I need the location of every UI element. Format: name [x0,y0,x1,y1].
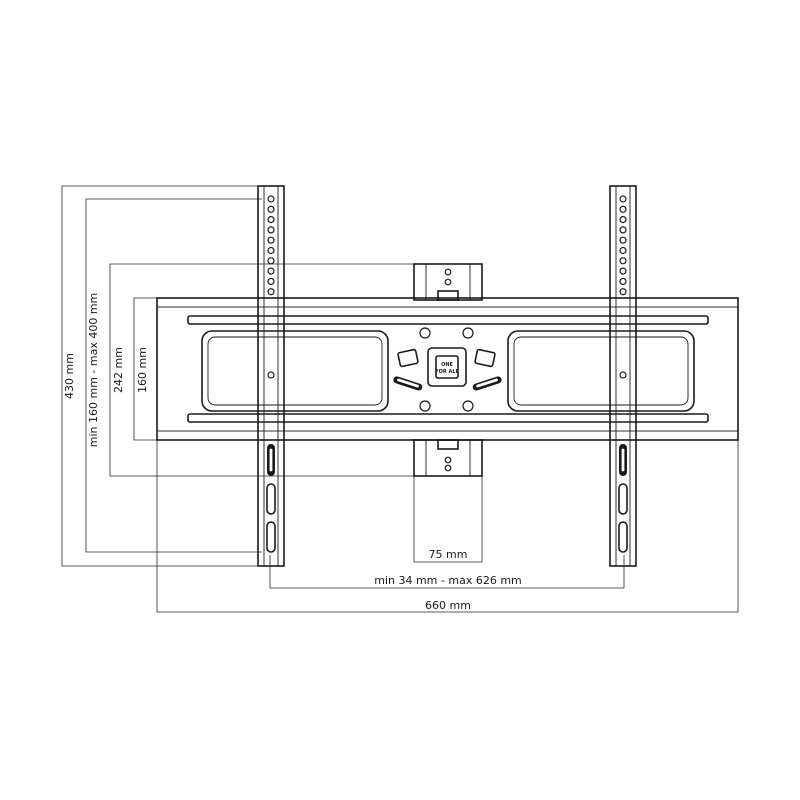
mount-hole [619,216,627,224]
label-430: 430 mm [63,353,76,399]
brand-logo: ONE FOR ALL [427,347,467,387]
mount-hole [619,195,627,203]
dim-34-626-bracket [269,555,625,589]
mount-hole [267,257,275,265]
mount-hole [267,267,275,275]
mount-hole [619,267,627,275]
dim-160-400-bracket [85,198,262,553]
left-vertical-arm [257,185,285,567]
label-242: 242 mm [112,347,125,393]
label-660: 660 mm [425,599,471,612]
mount-hole [267,216,275,224]
dimension-labels: 430 mm min 160 mm - max 400 mm 242 mm 16… [63,293,522,612]
mount-hole [267,205,275,213]
dim-160-bracket [133,297,258,441]
mount-hole [619,257,627,265]
mount-hole [619,236,627,244]
label-160: 160 mm [136,347,149,393]
label-75: 75 mm [429,548,468,561]
dim-75-bracket [413,476,483,563]
mount-hole [267,236,275,244]
mount-hole [619,288,627,296]
dim-430-bracket [61,185,258,567]
mount-hole [619,246,627,255]
mount-hole [267,277,275,285]
label-160-400: min 160 mm - max 400 mm [87,293,100,448]
mount-hole [619,277,627,285]
mount-hole [267,246,275,255]
label-34-626: min 34 mm - max 626 mm [374,574,522,587]
mount-hole [267,195,275,203]
logo-line2: FOR ALL [435,369,459,375]
logo-line1: ONE [441,362,453,368]
mount-hole [619,205,627,213]
mount-hole [267,288,275,296]
horizontal-mount-plate: ONE FOR ALL [156,297,739,441]
dim-660-bracket [156,440,739,613]
mount-hole [619,226,627,234]
mount-hole [267,226,275,234]
right-vertical-arm [609,185,637,567]
